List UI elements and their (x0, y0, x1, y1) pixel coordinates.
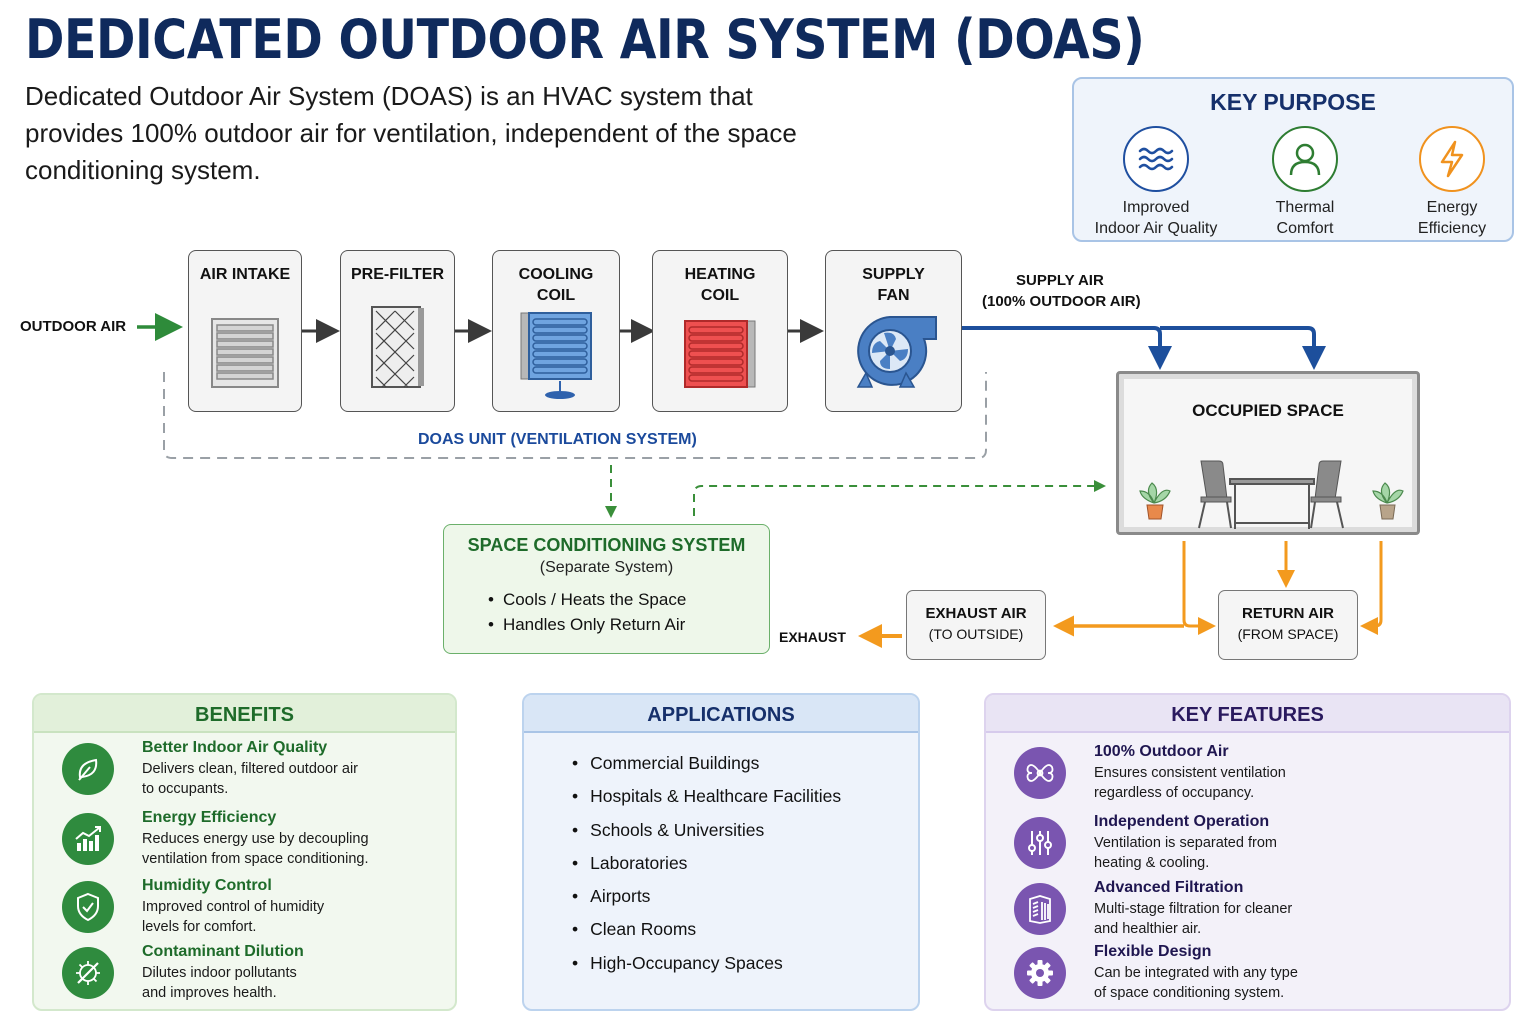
benefits-title: BENEFITS (34, 695, 455, 733)
application-item: Airports (572, 880, 841, 913)
application-item: Schools & Universities (572, 814, 841, 847)
benefit-item: Better Indoor Air Quality Delivers clean… (62, 739, 442, 803)
exhaust-air-box: EXHAUST AIR (TO OUTSIDE) (906, 590, 1046, 660)
air-waves-icon (1123, 126, 1189, 192)
return-air-box: RETURN AIR (FROM SPACE) (1218, 590, 1358, 660)
key-purpose-title: KEY PURPOSE (1210, 89, 1376, 115)
scs-bullet: Handles Only Return Air (488, 612, 769, 637)
benefit-item: Energy Efficiency Reduces energy use by … (62, 809, 442, 873)
supply-air-sublabel: (100% OUTDOOR AIR) (982, 293, 1141, 310)
person-icon (1272, 126, 1338, 192)
application-item: Hospitals & Healthcare Facilities (572, 780, 841, 813)
feature-item: Flexible Design Can be integrated with a… (1014, 943, 1394, 1007)
stage-air-intake: AIR INTAKE (188, 250, 302, 412)
outdoor-air-label: OUTDOOR AIR (20, 318, 127, 335)
key-features-panel: KEY FEATURES 100% Outdoor Air Ensures co… (984, 693, 1511, 1011)
occupied-space: OCCUPIED SPACE (1116, 371, 1420, 535)
heating-coil-icon (653, 319, 787, 389)
filter-media-icon (1014, 883, 1066, 935)
feature-item: Advanced Filtration Multi-stage filtrati… (1014, 879, 1394, 943)
return-line (1182, 541, 1216, 635)
key-features-title: KEY FEATURES (986, 695, 1509, 733)
airflow-icon (1014, 747, 1066, 799)
scs-bullets: Cools / Heats the Space Handles Only Ret… (444, 587, 769, 637)
louver-icon (189, 317, 301, 389)
application-item: Commercial Buildings (572, 747, 841, 780)
stage-pre-filter: PRE-FILTER (340, 250, 455, 412)
lightning-icon (1419, 126, 1485, 192)
scs-title: SPACE CONDITIONING SYSTEM (467, 535, 746, 555)
scs-bullet: Cools / Heats the Space (488, 587, 769, 612)
scs-subtitle: (Separate System) (539, 559, 674, 576)
chair-icon (1198, 460, 1232, 529)
plant-icon (1139, 482, 1171, 520)
benefits-panel: BENEFITS Better Indoor Air Quality Deliv… (32, 693, 457, 1011)
chair-icon (1310, 460, 1344, 529)
fan-icon (826, 311, 961, 389)
intro-text: Dedicated Outdoor Air System (DOAS) is a… (25, 81, 797, 185)
feature-item: 100% Outdoor Air Ensures consistent vent… (1014, 743, 1394, 807)
growth-chart-icon (62, 813, 114, 865)
benefit-item: Contaminant Dilution Dilutes indoor poll… (62, 943, 442, 1007)
leaf-icon (62, 743, 114, 795)
exhaust-label: EXHAUST (779, 629, 846, 645)
application-item: Clean Rooms (572, 913, 841, 946)
return-line (1360, 541, 1383, 635)
space-conditioning-system: SPACE CONDITIONING SYSTEM (Separate Syst… (443, 524, 770, 654)
filter-icon (341, 305, 454, 389)
page-title: DEDICATED OUTDOOR AIR SYSTEM (DOAS) (25, 8, 1145, 71)
furniture-illustration (1139, 460, 1404, 529)
applications-panel: APPLICATIONS Commercial Buildings Hospit… (522, 693, 920, 1011)
applications-list: Commercial Buildings Hospitals & Healthc… (572, 747, 841, 980)
cooling-coil-icon (493, 311, 619, 403)
table-icon (1229, 478, 1315, 529)
control-link (693, 480, 1106, 516)
doas-unit-label: DOAS UNIT (VENTILATION SYSTEM) (418, 431, 697, 448)
gear-icon (1014, 947, 1066, 999)
supply-air-label: SUPPLY AIR (1016, 272, 1104, 289)
supply-duct (1160, 326, 1326, 370)
supply-duct (962, 326, 1172, 370)
applications-title: APPLICATIONS (524, 695, 918, 733)
application-item: Laboratories (572, 847, 841, 880)
benefit-item: Humidity Control Improved control of hum… (62, 877, 442, 941)
application-item: High-Occupancy Spaces (572, 947, 841, 980)
sliders-icon (1014, 817, 1066, 869)
occupied-space-label: OCCUPIED SPACE (1192, 401, 1344, 420)
no-virus-icon (62, 947, 114, 999)
shield-check-icon (62, 881, 114, 933)
plant-icon (1372, 482, 1404, 520)
feature-item: Independent Operation Ventilation is sep… (1014, 813, 1394, 877)
